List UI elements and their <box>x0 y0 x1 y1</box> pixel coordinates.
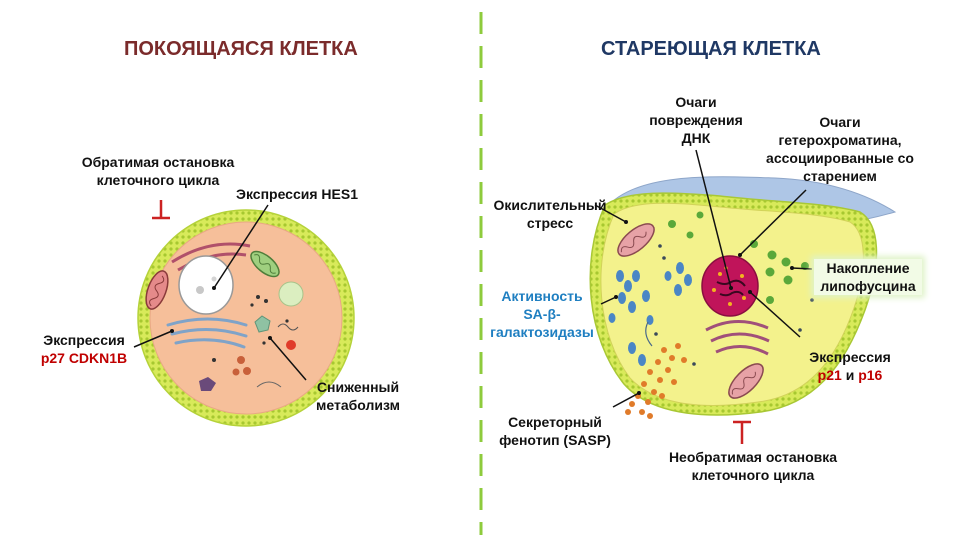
quiescent-inhibitor-symbol <box>152 200 170 220</box>
arrow-lipofuscin <box>791 267 813 270</box>
label-sa-beta-gal: Активность SA-β- галактозидазы <box>490 288 594 340</box>
sasp-secretion <box>625 343 687 419</box>
quiescent-nucleus <box>178 255 234 315</box>
arrow-metabolism <box>269 337 307 381</box>
quiescent-granules <box>212 295 289 362</box>
heterochromatin-foci <box>716 279 746 297</box>
senescent-inhibitor-symbol <box>733 420 751 444</box>
label-dna-damage-foci: Очаги повреждения ДНК <box>649 94 743 146</box>
arrow-oxidative-stress <box>594 204 627 223</box>
quiescent-mitochondrion-1 <box>145 270 169 310</box>
quiescent-vacuole <box>278 281 304 307</box>
lipofuscin-granules <box>668 211 809 304</box>
quiescent-aggregate <box>199 377 216 391</box>
p21-gene: p21 <box>817 367 842 383</box>
quiescent-mitochondrion-2 <box>250 250 280 278</box>
p16-gene: p16 <box>858 367 883 383</box>
dna-damage-foci <box>712 266 746 306</box>
senescent-cell-title: СТАРЕЮЩАЯ КЛЕТКА <box>601 38 821 60</box>
label-reduced-metabolism: Сниженный метаболизм <box>316 379 400 413</box>
arrow-p27 <box>133 330 173 348</box>
label-p27: Экспрессия p27 CDKN1B <box>30 331 138 367</box>
quiescent-vesicles <box>232 356 251 376</box>
label-oxidative-stress: Окислительный стресс <box>493 197 607 231</box>
label-sasp: Секреторный фенотип (SASP) <box>499 414 611 448</box>
quiescent-golgi <box>166 317 248 349</box>
label-hes1: Экспрессия HES1 <box>236 186 358 202</box>
arrow-heterochromatin <box>739 189 807 256</box>
arrow-dna-damage <box>695 149 732 289</box>
label-reversible-arrest: Обратимая остановка клеточного цикла <box>81 154 235 188</box>
arrow-sasp <box>612 392 640 408</box>
senescent-mitochondrion-2 <box>728 363 764 399</box>
arrow-sa-beta-gal <box>600 296 617 305</box>
arrow-p21-p16 <box>749 291 801 338</box>
label-lipofuscin: Накопление липофусцина <box>814 259 922 295</box>
label-p21-p16: Экспрессия p21 и p16 <box>809 349 891 383</box>
senescent-er <box>705 319 770 356</box>
arrow-hes1 <box>213 204 269 289</box>
senescent-mitochondrion-1 <box>617 223 655 257</box>
quiescent-cell <box>133 200 355 427</box>
label-heterochromatin-foci: Очаги гетерохроматина, ассоциированные с… <box>766 114 914 184</box>
and-word: и <box>845 367 855 383</box>
quiescent-cell-title: ПОКОЯЩАЯСЯ КЛЕТКА <box>124 38 358 60</box>
quiescent-green-body <box>254 315 271 333</box>
senescent-cell <box>589 149 897 444</box>
p27-genes: p27 CDKN1B <box>40 350 128 366</box>
label-irreversible-arrest: Необратимая остановка клеточного цикла <box>668 449 838 483</box>
